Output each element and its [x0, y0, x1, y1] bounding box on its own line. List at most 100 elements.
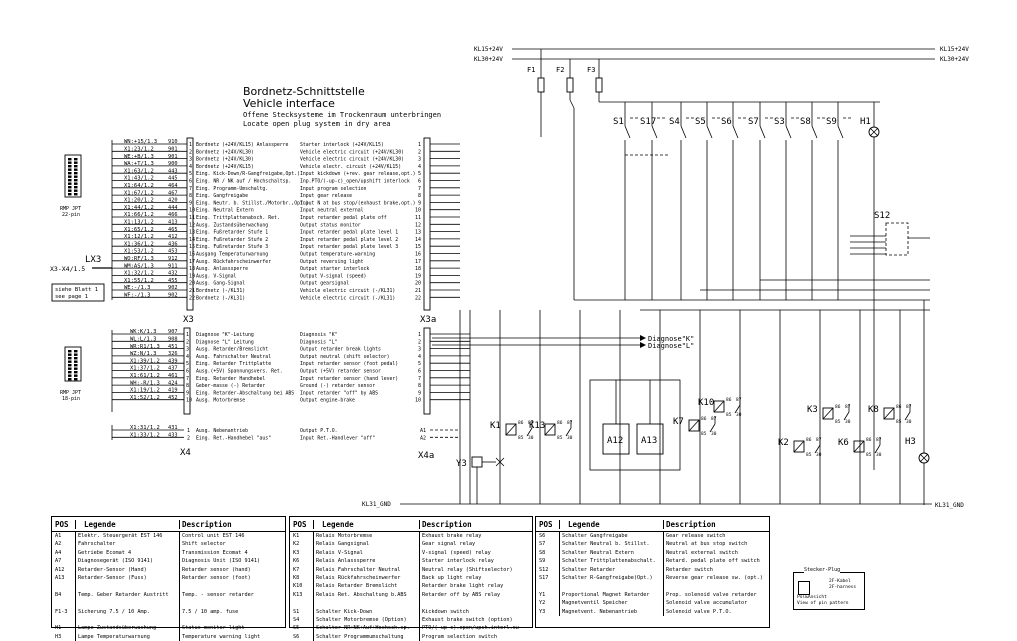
- x3-pin: 6: [189, 179, 192, 185]
- x3-wire-no: 902: [168, 285, 178, 291]
- x3-desc-de: Eing. NR / NK auf / Hochschaltsp.: [196, 179, 291, 185]
- legend-en: Retarder brake light relay: [422, 583, 504, 590]
- legend-row: [290, 599, 532, 608]
- plug-view-d: View of pin pattern: [797, 601, 849, 606]
- x3-wire: WE:+B/1.3: [124, 154, 154, 160]
- legend-pos: S9: [536, 557, 560, 566]
- pin-85: 85: [557, 435, 563, 441]
- pin-85: 85: [835, 419, 841, 425]
- x3-wire-no: 466: [168, 212, 178, 218]
- x4-desc-de: Ausg. Nebenantrieb: [196, 428, 248, 434]
- x3-desc-en: Vehicle electric circuit (-/KL31): [300, 295, 395, 301]
- kl30-right-label: KL30+24V: [940, 56, 969, 63]
- x3-wire: X1:65/1.2: [124, 227, 154, 233]
- x4-pin: 9: [186, 390, 189, 396]
- svg-text:RMP JPT: RMP JPT: [60, 206, 81, 212]
- svg-text:18-pin: 18-pin: [62, 396, 80, 402]
- x3-wire-no: 467: [168, 190, 178, 196]
- legend-en: Retarder switch: [666, 566, 713, 573]
- x4-desc-de: Ausg. Fahrschalter Neutral: [196, 354, 271, 360]
- legend-de: [314, 599, 420, 608]
- x3-wire: X1:12/1.2: [124, 234, 154, 240]
- x3-pin: 1: [189, 142, 192, 148]
- fuse-f3: F3: [587, 59, 880, 103]
- x3-desc-en: Inp.PTO/(-up-c)_open/upshift interlock: [300, 179, 410, 185]
- svg-text:F1: F1: [527, 66, 535, 74]
- note-de: Offene Stecksysteme im Trockenraum unter…: [243, 111, 441, 119]
- x4-desc-en: Output P.T.O.: [300, 428, 338, 434]
- switch-label: S5: [695, 117, 706, 127]
- x3-wire-no: 444: [168, 205, 178, 211]
- switch-s12: S12: [850, 211, 930, 256]
- legend-en: [180, 599, 285, 607]
- switch-s1: S1: [613, 102, 639, 300]
- x3-plug-label: X3-X4/1.5: [50, 265, 85, 273]
- legend-de: [560, 582, 664, 591]
- legend-de: Retarder-Sensor (Hand): [76, 565, 180, 574]
- x3-wire-no: 910: [168, 139, 178, 145]
- x3-wire: WF:-/1.3: [124, 293, 151, 299]
- pin-30: 30: [736, 412, 742, 418]
- legend-pos: S5: [290, 624, 314, 633]
- x4-pin: 1: [187, 428, 190, 434]
- x3-pin: 19: [189, 273, 195, 279]
- x3-desc-de: Ausg. Anlasssperre: [196, 266, 248, 272]
- legend-en: Control unit EST 146: [182, 533, 245, 539]
- switch-s3: S3: [774, 102, 800, 300]
- legend-pos: K2: [290, 540, 314, 549]
- x3-pin: 10: [189, 208, 195, 214]
- pin-30: 30: [711, 431, 717, 437]
- pin-86: 86: [866, 437, 872, 443]
- switch-label: S8: [800, 117, 811, 127]
- x3-desc-de: Eing. Fußretarder Stufe 2: [196, 237, 268, 243]
- x3-desc-en: Starter interlock (+24V/KL15): [300, 142, 384, 148]
- x4a-pin: 4: [418, 354, 421, 360]
- x4-desc-en: Output engine-brake: [300, 398, 355, 404]
- pin-30: 30: [528, 435, 534, 441]
- x3-wire: X1:43/1.2: [124, 176, 154, 182]
- title-en: Vehicle interface: [243, 97, 335, 110]
- x4-wire: WL:L/1.3: [130, 337, 157, 343]
- x3-desc-en: Input gear release: [300, 193, 352, 199]
- legend-en: Status monitor light: [182, 625, 245, 632]
- x4-desc-en: Input retarder sensor (hand lever): [300, 376, 398, 382]
- x4-wire-no: 439: [168, 358, 178, 364]
- legend-de: Relais Motorbremse: [314, 532, 420, 541]
- module-label: A13: [641, 436, 657, 446]
- x3-pin: 12: [189, 222, 195, 228]
- page-ref-en: see page 1: [55, 294, 88, 300]
- diagnose-l-label: Diagnose"L": [648, 342, 694, 350]
- x4a-pin: 2: [418, 339, 421, 345]
- legend-de: [76, 615, 180, 625]
- x3-desc-de: Eing. Programm-Umschaltg.: [196, 186, 268, 192]
- legend-de: Relais Rückfahrscheinwerfer: [314, 573, 420, 583]
- x3-wire-no: 443: [168, 168, 178, 174]
- legend-pos: S17: [536, 573, 560, 583]
- relay-label: K6: [838, 438, 849, 448]
- switch-s4: S4: [669, 102, 695, 300]
- x3-desc-de: Ausg. Gang-Signal: [196, 281, 245, 287]
- x3-wire: X1:32/1.2: [124, 271, 154, 277]
- legend-de: Relais V-Signal: [314, 548, 420, 558]
- x4-wire-no: 461: [168, 373, 178, 379]
- svg-text:H1: H1: [860, 117, 871, 127]
- legend-de: Schalter Motorbremse (Option): [314, 615, 420, 625]
